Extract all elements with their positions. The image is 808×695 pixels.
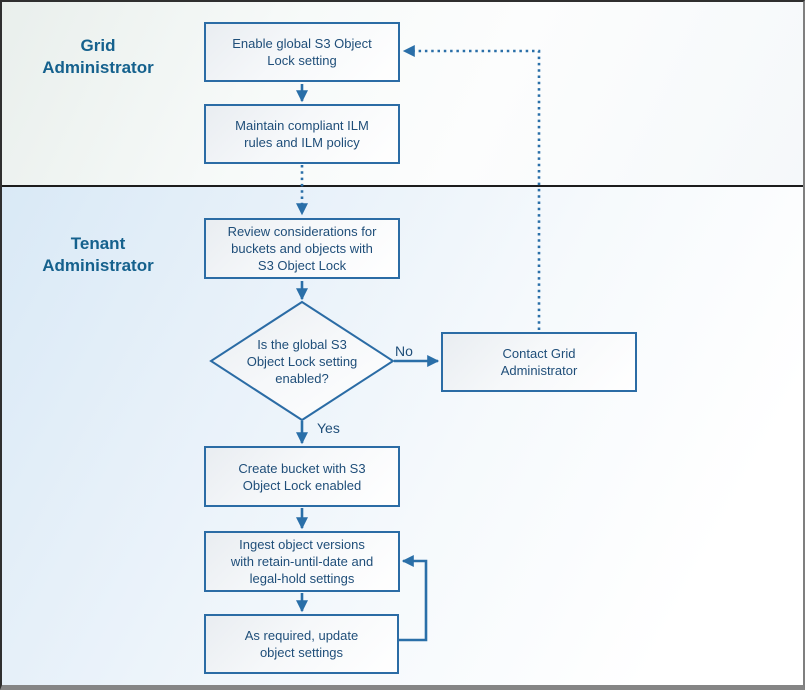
decision-branch-label-no: No	[395, 343, 413, 359]
decision-branch-label-yes: Yes	[317, 420, 340, 436]
lane-label-tenant-administrator: Tenant Administrator	[42, 234, 154, 275]
node-update-object-settings: As required, update object settings	[204, 614, 399, 674]
node-ingest-object-versions: Ingest object versions with retain-until…	[204, 531, 400, 592]
node-maintain-ilm-rules: Maintain compliant ILM rules and ILM pol…	[204, 104, 400, 164]
lane-divider	[2, 185, 803, 187]
lane-label-grid-administrator: Grid Administrator	[42, 36, 154, 77]
node-contact-grid-administrator: Contact Grid Administrator	[441, 332, 637, 392]
node-review-considerations: Review considerations for buckets and ob…	[204, 218, 400, 279]
node-decision-object-lock-enabled: Is the global S3 Object Lock setting ena…	[246, 336, 358, 386]
lane-grid-administrator	[2, 2, 803, 185]
node-enable-global-object-lock: Enable global S3 Object Lock setting	[204, 22, 400, 82]
node-create-bucket: Create bucket with S3 Object Lock enable…	[204, 446, 400, 507]
